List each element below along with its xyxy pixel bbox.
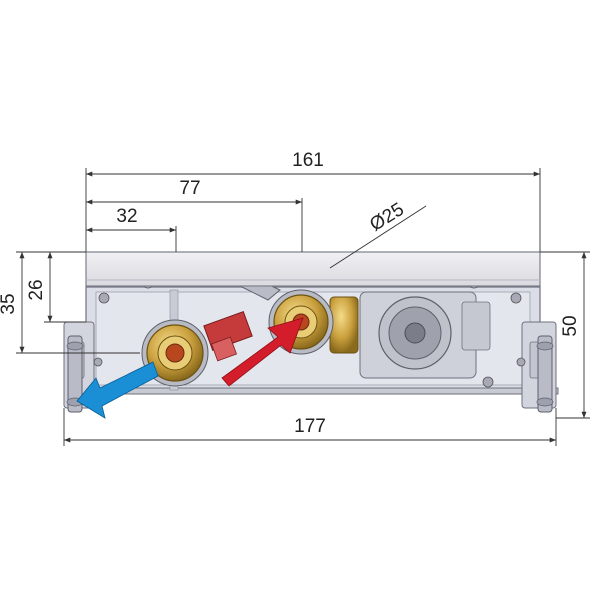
dim-label-35: 35 [0,293,19,314]
left-leveling-foot [66,335,84,413]
blue-arrow-icon [76,361,159,419]
red-arrow-icon [221,317,304,387]
thermostatic-valve [203,310,253,362]
dim-label-177: 177 [294,416,326,437]
return-fitting [141,319,209,387]
dim-label-32: 32 [116,206,137,227]
top-cover [85,251,541,287]
supply-arrow [221,317,304,387]
dim-label-26: 26 [26,279,47,300]
dim-label-50: 50 [560,315,581,336]
return-arrow [76,361,159,419]
dim-label-diameter: Ø25 [366,199,408,236]
fan-unit [359,291,491,379]
dim-label-77: 77 [179,178,200,199]
right-leveling-foot [536,335,554,413]
dimension-lines [16,168,590,446]
dim-label-161: 161 [292,150,324,171]
